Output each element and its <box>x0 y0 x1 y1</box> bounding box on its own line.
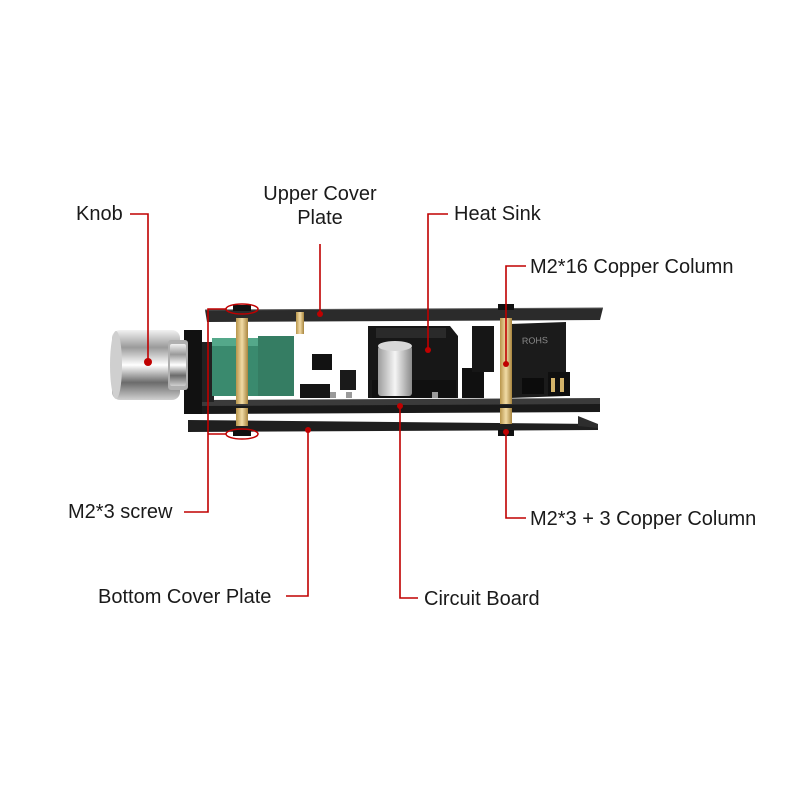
circuit-board-label: Circuit Board <box>424 588 540 610</box>
knob-label: Knob <box>76 203 123 225</box>
knob-leader <box>130 213 149 362</box>
potentiometer-body <box>184 330 214 414</box>
heat-sink-leader <box>427 213 448 350</box>
m2x16-copper-column-label: M2*16 Copper Column <box>530 256 734 278</box>
upper-cover-plate-line-1: Upper Cover <box>263 183 377 205</box>
m2x3-screw-label: M2*3 screw <box>68 501 173 523</box>
heat-sink-label: Heat Sink <box>454 203 541 225</box>
m2x3-screw-leader <box>184 308 226 513</box>
m2x3-3-copper-column-label: M2*3 + 3 Copper Column <box>530 508 757 530</box>
upper-cover-plate <box>204 307 604 322</box>
upper-cover-plate-label: Upper Cover Plate <box>258 182 382 230</box>
bottom-cover-plate-leader <box>286 430 309 597</box>
rohs-marking: ROHS <box>522 335 548 346</box>
knob <box>110 330 188 400</box>
leader-dots <box>305 311 509 435</box>
electrolytic-capacitor <box>378 341 412 396</box>
m2x16-column-leader <box>505 265 526 364</box>
bottom-cover-plate <box>188 416 598 432</box>
upper-cover-plate-line-2: Plate <box>297 207 343 229</box>
copper-column-left <box>236 318 248 426</box>
small-components <box>300 326 494 398</box>
copper-column-mid <box>296 312 304 334</box>
green-terminal-block <box>212 336 294 396</box>
m2x3-3-column-leader <box>505 432 526 519</box>
leader-lines <box>130 213 526 599</box>
audio-jack <box>510 322 570 398</box>
circuit-board-leader <box>399 406 418 599</box>
bottom-cover-plate-label: Bottom Cover Plate <box>98 586 272 608</box>
